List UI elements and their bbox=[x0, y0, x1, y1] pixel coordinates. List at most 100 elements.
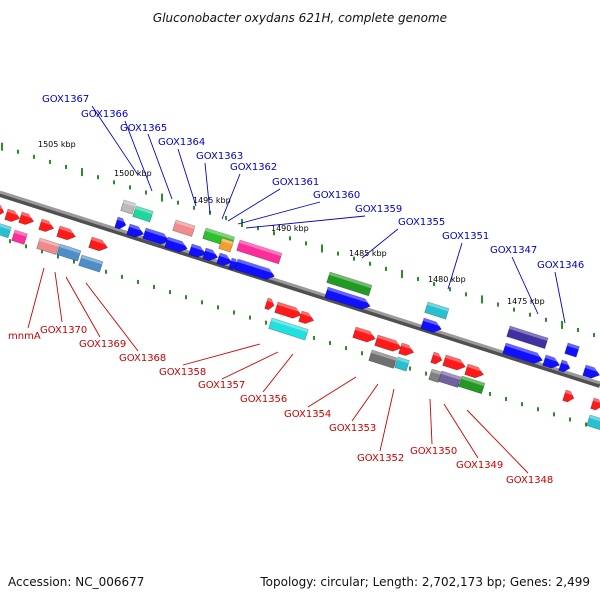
forward-callout-line bbox=[237, 201, 321, 225]
gene-highlight bbox=[371, 350, 397, 361]
backbone bbox=[0, 190, 600, 388]
reverse-callout-line bbox=[182, 343, 261, 366]
forward-gene-label[interactable]: GOX1355 bbox=[398, 217, 445, 228]
gene-arrow-shape bbox=[164, 236, 188, 253]
upper-tick-mark bbox=[161, 193, 163, 202]
reverse-gene-label[interactable]: GOX1357 bbox=[198, 380, 245, 391]
reverse-callout-line bbox=[65, 276, 101, 338]
gene-highlight bbox=[123, 200, 136, 207]
lower-tick-mark bbox=[265, 320, 267, 325]
gene-highlight bbox=[301, 311, 316, 319]
reverse-gene-label[interactable]: GOX1354 bbox=[284, 409, 331, 420]
forward-gene-label[interactable]: GOX1360 bbox=[313, 190, 360, 201]
gene-block-shape bbox=[506, 325, 549, 349]
lower-tick-mark bbox=[153, 285, 155, 290]
gene-highlight bbox=[441, 371, 462, 380]
gene-arrow-shape bbox=[590, 397, 600, 411]
gene-highlight bbox=[221, 238, 234, 245]
gene-highlight bbox=[271, 318, 309, 333]
upper-tick-mark bbox=[353, 256, 355, 261]
gene-arrow-shape bbox=[88, 236, 108, 252]
gene-arrow-shape bbox=[374, 334, 402, 352]
reverse-gene-label[interactable]: GOX1353 bbox=[329, 423, 376, 434]
gene-highlight bbox=[14, 230, 28, 237]
gene-block-shape bbox=[36, 237, 60, 255]
gene-block bbox=[368, 349, 398, 369]
upper-tick-mark bbox=[145, 190, 147, 195]
gene-arrow-shape bbox=[0, 203, 5, 217]
lower-tick-mark bbox=[505, 397, 507, 402]
gene-arrow-shape bbox=[56, 225, 76, 241]
forward-gene-label[interactable]: GOX1359 bbox=[355, 204, 402, 215]
reverse-callout-line bbox=[379, 388, 395, 452]
forward-gene-label[interactable]: GOX1363 bbox=[196, 151, 243, 162]
forward-gene-label[interactable]: GOX1365 bbox=[120, 123, 167, 134]
forward-gene-label[interactable]: GOX1346 bbox=[537, 260, 584, 271]
gene-highlight bbox=[21, 212, 36, 220]
scale-tick-label: 1500 kbp bbox=[114, 169, 152, 178]
gene-highlight bbox=[117, 217, 128, 223]
gene-highlight bbox=[0, 223, 12, 231]
upper-tick-mark bbox=[337, 251, 339, 256]
upper-tick-mark bbox=[369, 261, 371, 266]
forward-gene-label[interactable]: GOX1361 bbox=[272, 177, 319, 188]
gene-highlight bbox=[585, 365, 600, 373]
gene-block bbox=[236, 239, 283, 265]
gene-highlight bbox=[377, 335, 403, 346]
gene-arrow-shape bbox=[558, 359, 571, 373]
forward-gene-label[interactable]: GOX1366 bbox=[81, 109, 128, 120]
reverse-gene-label[interactable]: GOX1352 bbox=[357, 453, 404, 464]
upper-tick-mark bbox=[481, 295, 483, 304]
lower-tick-mark bbox=[169, 290, 171, 295]
lower-tick-mark bbox=[345, 346, 347, 351]
gene-block bbox=[394, 356, 410, 372]
gene-arrow bbox=[142, 227, 171, 245]
forward-gene-label[interactable]: GOX1364 bbox=[158, 137, 205, 148]
gene-highlight bbox=[431, 369, 442, 375]
reverse-gene-label[interactable]: GOX1369 bbox=[79, 339, 126, 350]
upper-tick-mark bbox=[97, 175, 99, 180]
upper-tick-mark bbox=[225, 215, 227, 220]
forward-gene-label[interactable]: GOX1351 bbox=[442, 231, 489, 242]
forward-gene-label[interactable]: GOX1367 bbox=[42, 94, 89, 105]
upper-tick-mark bbox=[385, 266, 387, 271]
gene-arrow-shape bbox=[126, 223, 145, 238]
genome-summary-text: Topology: circular; Length: 2,702,173 bp… bbox=[259, 575, 590, 589]
reverse-callout-line bbox=[85, 282, 139, 352]
upper-tick-mark bbox=[193, 205, 195, 210]
reverse-gene-label[interactable]: GOX1348 bbox=[506, 475, 553, 486]
gene-highlight bbox=[565, 390, 576, 396]
gene-block-shape bbox=[78, 254, 104, 273]
forward-gene-label[interactable]: GOX1362 bbox=[230, 162, 277, 173]
reverse-gene-label[interactable]: GOX1350 bbox=[410, 446, 457, 457]
upper-tick-mark bbox=[577, 327, 579, 332]
lower-tick-mark bbox=[185, 295, 187, 300]
upper-tick-mark bbox=[465, 292, 467, 297]
reverse-gene-label[interactable]: GOX1358 bbox=[159, 367, 206, 378]
forward-gene-label[interactable]: GOX1347 bbox=[490, 245, 537, 256]
scale-tick-label: 1490 kbp bbox=[271, 224, 309, 233]
backbone-shadow bbox=[0, 191, 600, 388]
gene-block-shape bbox=[326, 271, 373, 297]
reverse-gene-label[interactable]: GOX1368 bbox=[119, 353, 166, 364]
reverse-callout-line bbox=[466, 409, 529, 474]
gene-arrow bbox=[88, 236, 110, 252]
upper-tick-mark bbox=[449, 287, 451, 292]
gene-block bbox=[218, 237, 234, 253]
gene-arrow bbox=[558, 359, 572, 373]
reverse-gene-label[interactable]: GOX1370 bbox=[40, 325, 87, 336]
lower-tick-mark bbox=[553, 412, 555, 417]
gene-block-shape bbox=[172, 219, 196, 237]
upper-tick-mark bbox=[305, 241, 307, 246]
reverse-gene-label[interactable]: GOX1356 bbox=[240, 394, 287, 405]
gene-highlight bbox=[129, 224, 146, 232]
gene-features bbox=[0, 199, 600, 431]
upper-tick-mark bbox=[545, 317, 547, 322]
reverse-gene-label[interactable]: mnmA bbox=[8, 331, 41, 342]
forward-callout-line bbox=[511, 256, 539, 315]
reverse-gene-label[interactable]: GOX1349 bbox=[456, 460, 503, 471]
gene-arrow-shape bbox=[430, 351, 443, 365]
reverse-callout-line bbox=[262, 353, 294, 393]
